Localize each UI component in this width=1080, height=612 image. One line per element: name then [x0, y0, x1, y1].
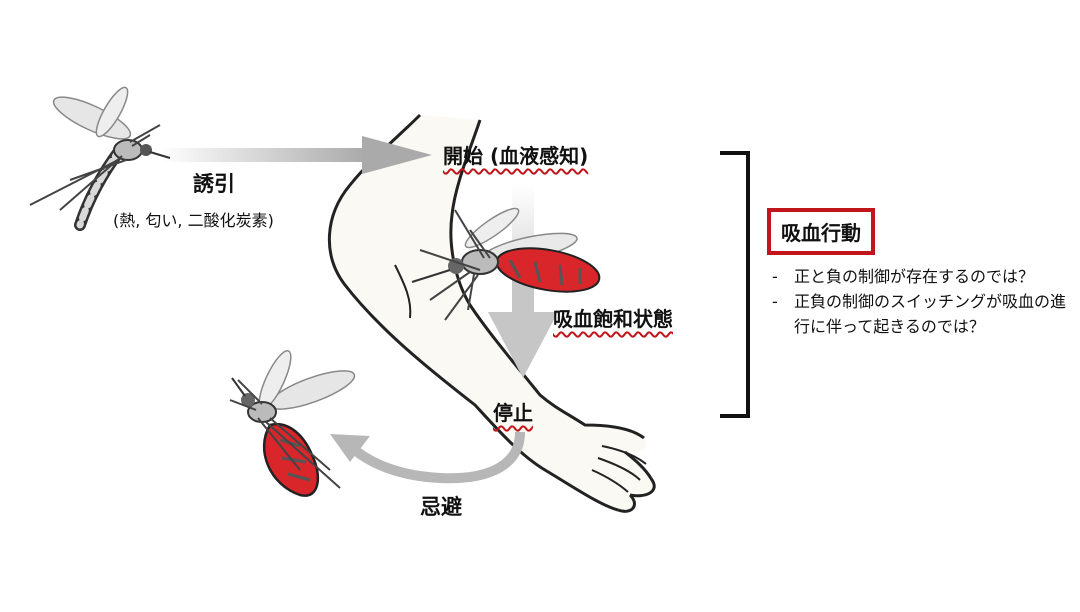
mosquito-flying: [29, 86, 171, 231]
attract-arrow: [160, 136, 432, 174]
stage-satiety-label: 吸血飽和状態: [553, 307, 673, 331]
avoid-label: 忌避: [420, 495, 462, 519]
stage-stop-label: 停止: [493, 401, 533, 425]
avoid-arrow: [330, 431, 525, 484]
note-item: - 正負の制御のスイッチングが吸血の進行に伴って起きるのでは？: [772, 289, 1072, 339]
note-text: 正負の制御のスイッチングが吸血の進行に伴って起きるのでは？: [794, 292, 1067, 336]
attract-label: 誘引: [193, 172, 235, 196]
mosquito-engorged: [229, 349, 356, 497]
hypothesis-notes: - 正と負の制御が存在するのでは？ - 正負の制御のスイッチングが吸血の進行に伴…: [772, 264, 1072, 339]
blood-feeding-behavior-title: 吸血行動: [767, 208, 875, 255]
bracket: [720, 151, 750, 418]
note-item: - 正と負の制御が存在するのでは？: [772, 264, 1072, 289]
note-dash: -: [772, 267, 778, 286]
note-dash: -: [772, 292, 778, 311]
attract-cues-label: (熱, 匂い, 二酸化炭素): [113, 211, 274, 230]
arm: [327, 113, 656, 513]
mosquito-feeding: [411, 207, 601, 321]
stage-start-label: 開始 (血液感知): [443, 144, 589, 168]
note-text: 正と負の制御が存在するのでは？: [794, 267, 1035, 286]
